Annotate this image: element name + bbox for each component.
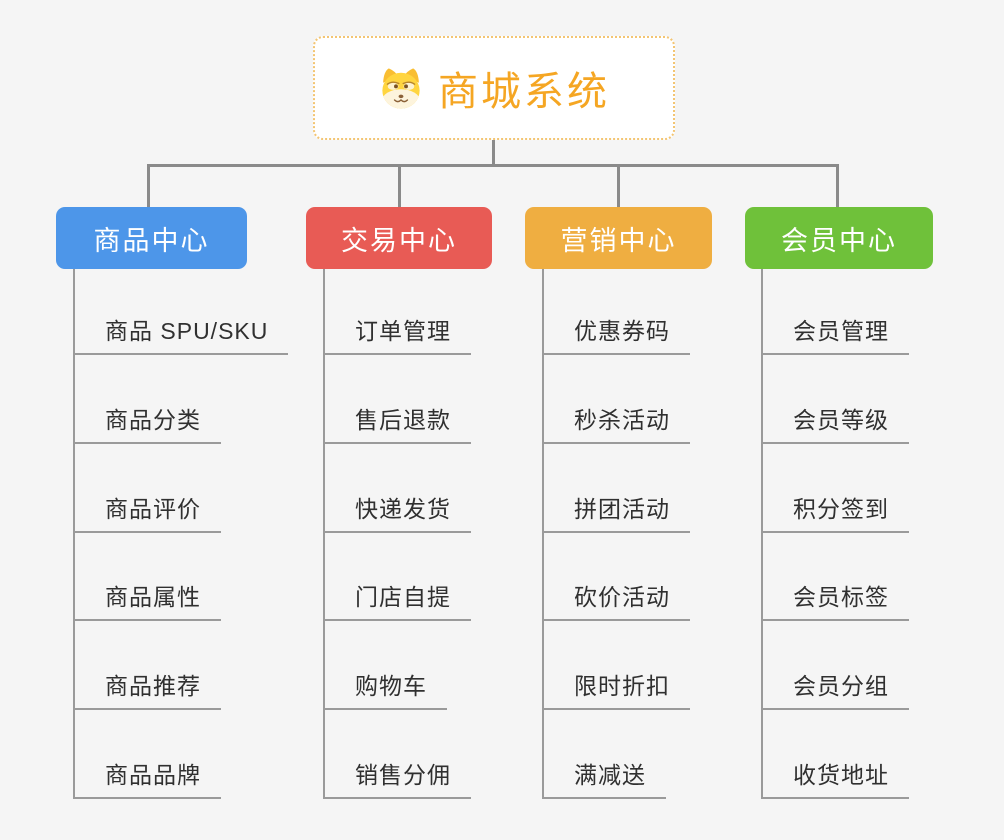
- connector-drop-marketing: [617, 164, 620, 208]
- root-title: 商城系统: [438, 70, 610, 114]
- branch-node-product-center[interactable]: 商品中心: [56, 207, 247, 269]
- connector-drop-product: [147, 164, 150, 208]
- leaf-node[interactable]: 限时折扣: [542, 666, 690, 710]
- leaf-node[interactable]: 拼团活动: [542, 489, 690, 533]
- leaf-node[interactable]: 收货地址: [761, 755, 909, 799]
- leaf-node[interactable]: 门店自提: [323, 577, 471, 621]
- leaf-node[interactable]: 优惠券码: [542, 311, 690, 355]
- connector-horizontal-bar: [147, 164, 839, 167]
- branch-vertical-line: [73, 269, 75, 799]
- branch-vertical-line: [542, 269, 544, 799]
- leaf-node[interactable]: 商品属性: [73, 577, 221, 621]
- leaf-node[interactable]: 会员标签: [761, 577, 909, 621]
- connector-drop-trade: [398, 164, 401, 208]
- leaf-node[interactable]: 商品分类: [73, 400, 221, 444]
- leaf-node[interactable]: 购物车: [323, 666, 447, 710]
- leaf-node[interactable]: 商品 SPU/SKU: [73, 311, 289, 355]
- leaf-node[interactable]: 订单管理: [323, 311, 471, 355]
- leaf-node[interactable]: 销售分佣: [323, 755, 471, 799]
- root-node[interactable]: 商城系统: [313, 36, 675, 140]
- leaf-node[interactable]: 砍价活动: [542, 577, 690, 621]
- leaf-node[interactable]: 商品品牌: [73, 755, 221, 799]
- leaf-node[interactable]: 会员等级: [761, 400, 909, 444]
- leaf-node[interactable]: 会员分组: [761, 666, 909, 710]
- branch-vertical-line: [323, 269, 325, 799]
- branch-node-trade-center[interactable]: 交易中心: [306, 207, 492, 269]
- leaf-node[interactable]: 商品推荐: [73, 666, 221, 710]
- leaf-node[interactable]: 会员管理: [761, 311, 909, 355]
- connector-drop-member: [836, 164, 839, 208]
- dog-face-icon: [382, 67, 420, 109]
- leaf-node[interactable]: 商品评价: [73, 489, 221, 533]
- leaf-node[interactable]: 秒杀活动: [542, 400, 690, 444]
- leaf-node[interactable]: 售后退款: [323, 400, 471, 444]
- branch-node-member-center[interactable]: 会员中心: [745, 207, 933, 269]
- leaf-node[interactable]: 积分签到: [761, 489, 909, 533]
- leaf-node[interactable]: 满减送: [542, 755, 666, 799]
- branch-vertical-line: [761, 269, 763, 799]
- branch-node-marketing-center[interactable]: 营销中心: [525, 207, 712, 269]
- connector-root-stub: [492, 140, 495, 165]
- leaf-node[interactable]: 快递发货: [323, 489, 471, 533]
